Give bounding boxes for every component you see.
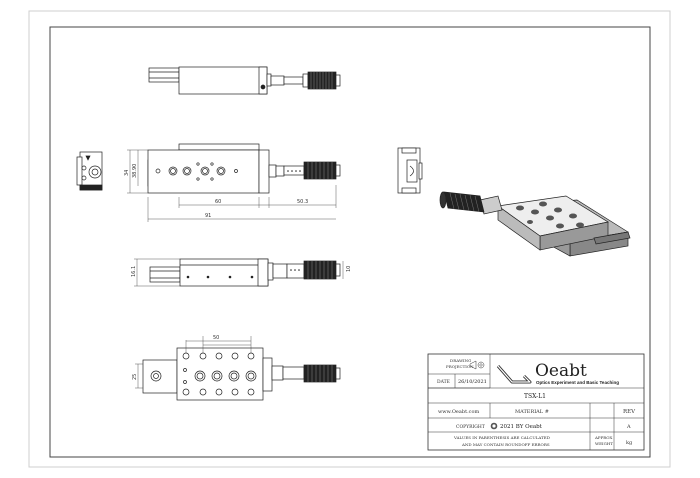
approx-label: APPROX [594, 435, 612, 440]
brand-name: Oeabt [535, 361, 587, 381]
date-label: DATE [437, 379, 450, 385]
dim-60: 60 [215, 199, 221, 205]
top-view [148, 66, 341, 95]
left-side-view [76, 151, 103, 191]
drawing-label-1: DRAWING [450, 358, 471, 363]
copyright-label: COPYRIGHT [456, 424, 485, 430]
right-end-view [397, 147, 423, 194]
dim-bottom-side: 25 [132, 374, 138, 380]
note-line-2: AND MAY CONTAIN ROUNDOFF ERRORS [461, 442, 550, 447]
dim-hole-spacing: 50 [213, 335, 219, 341]
oeabt-logo-icon [496, 365, 532, 384]
copyright-text: 2021 BY Oeabt [500, 424, 543, 430]
inner-border [49, 26, 651, 458]
weight-unit: kg [626, 440, 633, 446]
rev-label: REV [623, 409, 636, 415]
rev-value: A [626, 424, 631, 430]
outer-border [28, 10, 671, 468]
part-name: TSX-L1 [524, 393, 546, 400]
front-view [149, 258, 341, 287]
weight-label: WEIGHT [595, 441, 613, 446]
dim-front-right: 10 [346, 266, 352, 272]
dim-50-3: 50.3 [297, 199, 308, 205]
date-value: 26/10/2021 [458, 379, 487, 385]
dim-top-height: 38.90 [132, 164, 138, 178]
dim-front-left: 16.1 [131, 266, 137, 277]
dim-91: 91 [205, 213, 211, 219]
website: www.Oeabt.com [438, 409, 479, 415]
material-label: MATERIAL # [515, 409, 549, 415]
dim-top-side: 34 [124, 170, 130, 176]
note-line-1: VALUES IN PARENTHESIS ARE CALCULATED [453, 435, 550, 440]
isometric-view [439, 191, 631, 257]
title-block: DRAWING PROJECTION DATE 26/10/2021 Oeabt… [427, 353, 645, 451]
drawing-label-2: PROJECTION [446, 364, 474, 369]
main-plan-dimensions [127, 149, 337, 222]
projection-symbol-icon [469, 360, 485, 370]
main-plan-view [147, 143, 341, 194]
bottom-view [142, 347, 341, 401]
front-view-dimensions [134, 258, 344, 287]
copyright-logo-icon [490, 422, 498, 430]
brand-tagline: Optics Experiment and Basic Teaching [536, 380, 619, 385]
bottom-view-dimensions [135, 336, 252, 389]
